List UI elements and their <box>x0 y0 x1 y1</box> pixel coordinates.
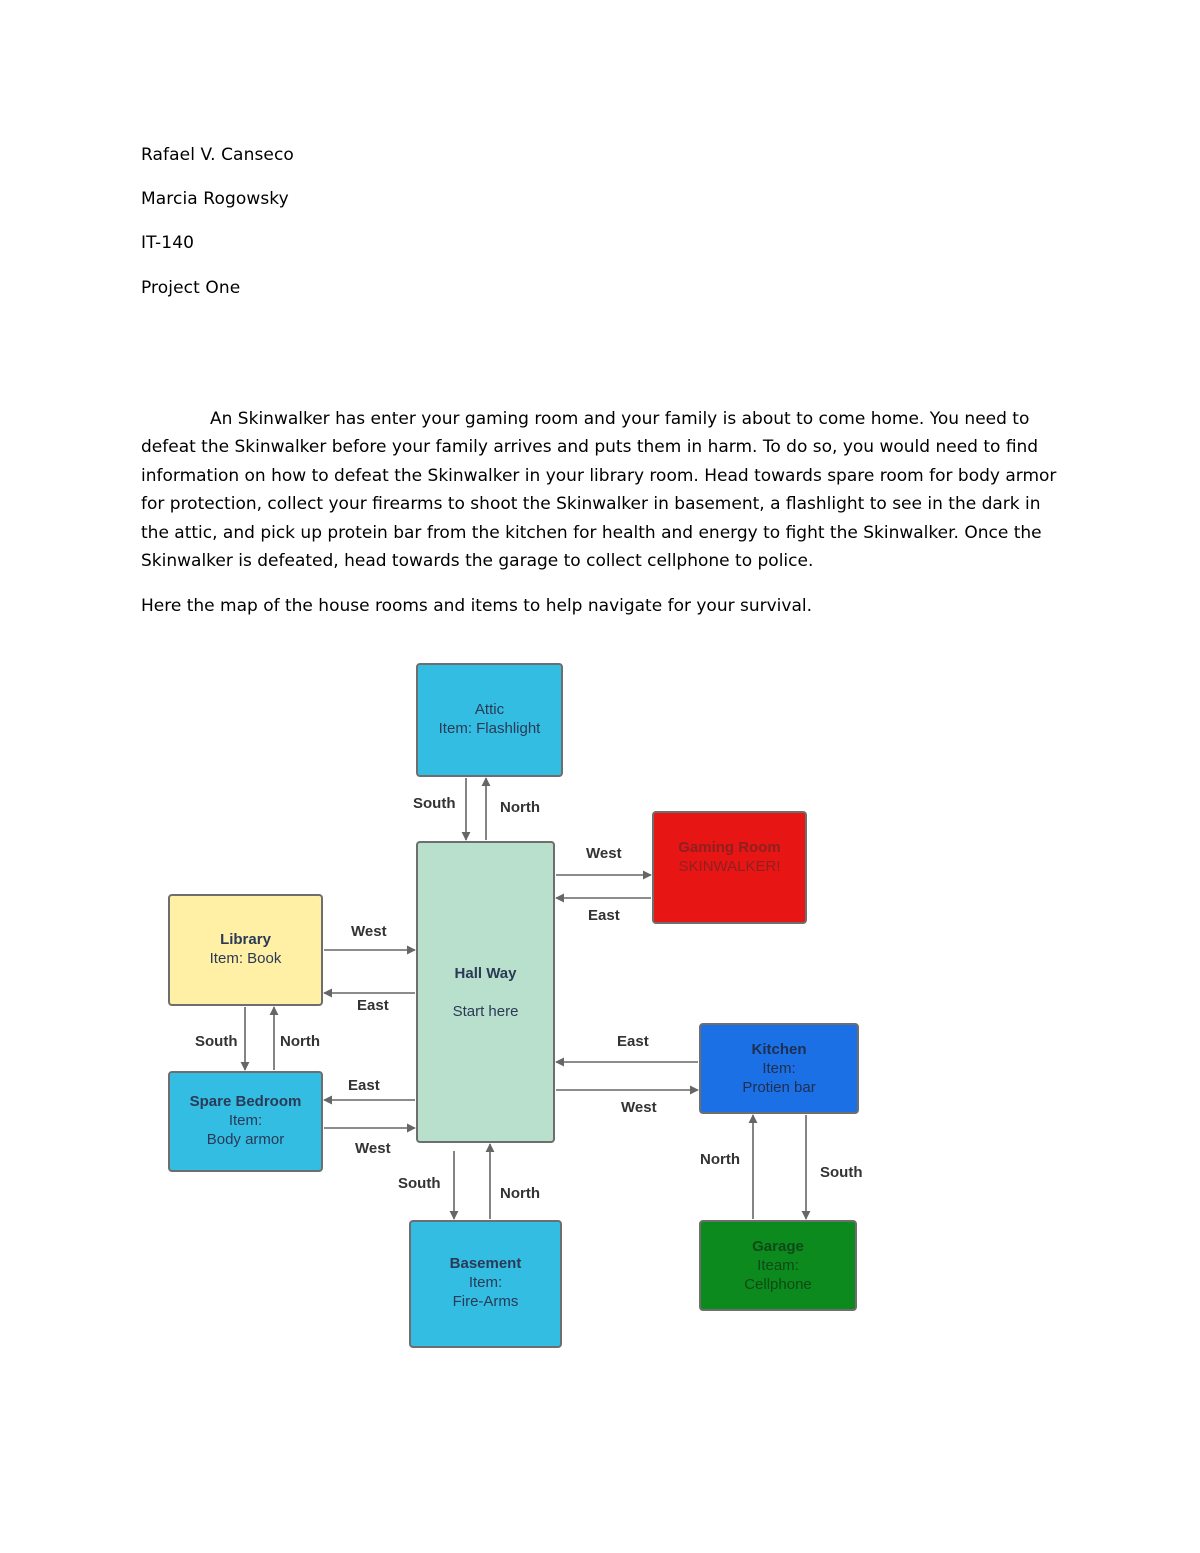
label-gaming-west: West <box>586 845 622 862</box>
label-gaming-east: East <box>588 907 620 924</box>
room-gaming-box <box>652 811 807 924</box>
connector-arrows <box>240 777 811 1220</box>
label-library-south: South <box>195 1033 238 1050</box>
room-basement-box <box>409 1220 562 1348</box>
room-hallway-name: Hall Way <box>455 965 518 982</box>
course-code: IT-140 <box>141 233 195 253</box>
room-kitchen-box <box>699 1023 859 1114</box>
room-basement: Basement Item: Fire-Arms <box>409 1220 562 1348</box>
room-gaming-name: Gaming Room <box>678 839 781 856</box>
room-gaming-item: SKINWALKER! <box>679 858 781 875</box>
room-basement-item: Fire-Arms <box>453 1293 519 1310</box>
assignment-title: Project One <box>141 278 241 298</box>
label-library-west: West <box>351 923 387 940</box>
label-library-north: North <box>280 1033 320 1050</box>
room-gaming: Gaming Room SKINWALKER! <box>652 811 807 924</box>
direction-labels: South North West East West East South No… <box>195 795 863 1202</box>
room-hallway: Hall Way Start here <box>416 841 555 1143</box>
label-library-east: East <box>357 997 389 1014</box>
room-kitchen-name: Kitchen <box>751 1041 806 1058</box>
room-spare-bedroom: Spare Bedroom Item: Body armor <box>168 1071 323 1172</box>
room-library-box <box>168 894 323 1006</box>
room-garage-box <box>699 1220 857 1311</box>
label-spare-west: West <box>355 1140 391 1157</box>
label-attic-south: South <box>413 795 456 812</box>
room-spare-item: Body armor <box>207 1131 285 1148</box>
room-kitchen: Kitchen Item: Protien bar <box>699 1023 859 1114</box>
room-spare-item-label: Item: <box>229 1112 262 1129</box>
label-attic-north: North <box>500 799 540 816</box>
room-library-name: Library <box>220 931 272 948</box>
room-spare-name: Spare Bedroom <box>190 1093 302 1110</box>
room-basement-item-label: Item: <box>469 1274 502 1291</box>
room-garage: Garage Iteam: Cellphone <box>699 1220 857 1311</box>
label-garage-north: North <box>700 1151 740 1168</box>
room-library: Library Item: Book <box>168 894 323 1006</box>
author-name: Rafael V. Canseco <box>141 145 294 165</box>
room-garage-name: Garage <box>752 1238 804 1255</box>
label-basement-south: South <box>398 1175 441 1192</box>
room-kitchen-item-label: Item: <box>762 1060 795 1077</box>
instructor-name: Marcia Rogowsky <box>141 189 289 209</box>
map-intro-paragraph: Here the map of the house rooms and item… <box>141 596 813 616</box>
room-library-item: Item: Book <box>210 950 282 967</box>
room-hallway-box <box>416 841 555 1143</box>
room-basement-name: Basement <box>450 1255 522 1272</box>
story-text: An Skinwalker has enter your gaming room… <box>141 409 1057 572</box>
room-attic-name: Attic <box>475 701 505 718</box>
label-garage-south: South <box>820 1164 863 1181</box>
room-attic-box <box>416 663 563 777</box>
label-spare-east: East <box>348 1077 380 1094</box>
room-attic-item: Item: Flashlight <box>439 720 542 737</box>
label-kitchen-east: East <box>617 1033 649 1050</box>
room-garage-item-label: Iteam: <box>757 1257 799 1274</box>
room-garage-item: Cellphone <box>744 1276 812 1293</box>
room-attic: Attic Item: Flashlight <box>416 663 563 777</box>
story-paragraph: An Skinwalker has enter your gaming room… <box>141 405 1066 575</box>
label-kitchen-west: West <box>621 1099 657 1116</box>
room-spare-box <box>168 1071 323 1172</box>
room-kitchen-item: Protien bar <box>742 1079 815 1096</box>
room-hallway-note: Start here <box>453 1003 519 1020</box>
label-basement-north: North <box>500 1185 540 1202</box>
